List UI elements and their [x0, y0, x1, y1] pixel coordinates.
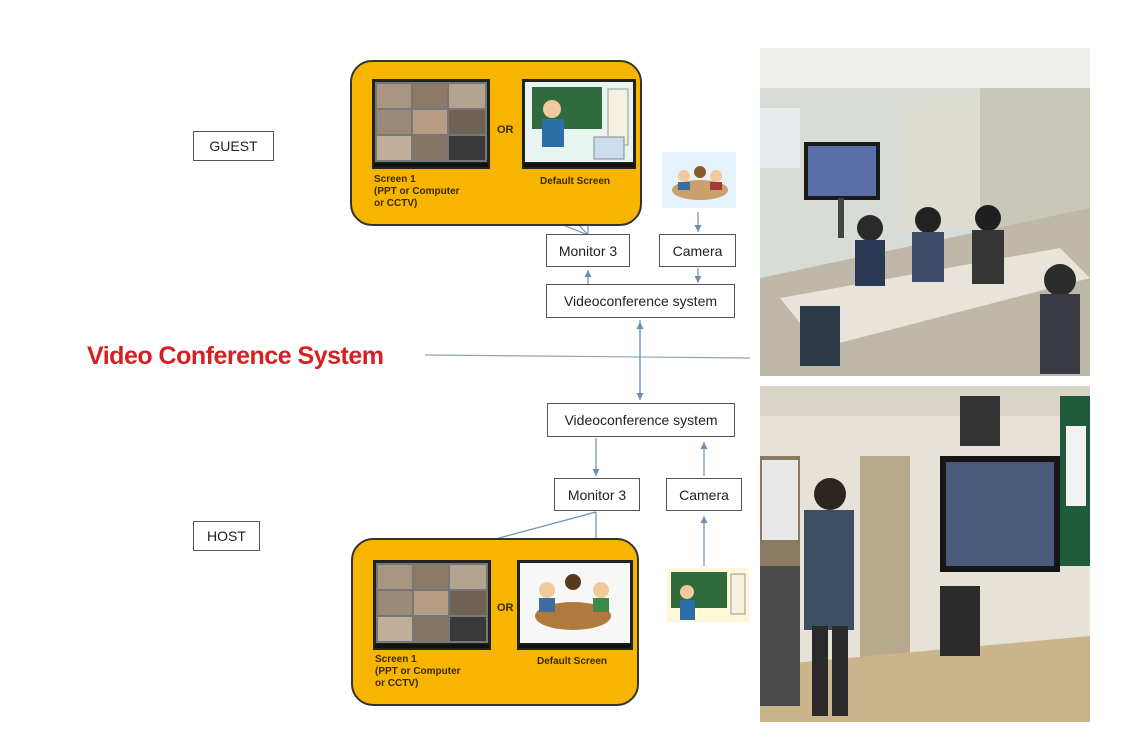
host-or-label: OR: [497, 602, 514, 614]
guest-or-label: OR: [497, 124, 514, 136]
classroom-photo-illustration: [760, 48, 1090, 376]
host-default-caption: Default Screen: [537, 656, 608, 667]
guest-classroom-photo: [760, 48, 1090, 376]
guest-screen1-tv: [372, 79, 490, 169]
host-screen1-tv: [373, 560, 491, 650]
guest-monitor-box: Monitor 3: [546, 234, 630, 267]
guest-camera-box: Camera: [659, 234, 736, 267]
diagram-title: Video Conference System: [87, 342, 384, 370]
host-camera-image: [667, 568, 749, 622]
guest-default-caption: Default Screen: [540, 176, 611, 187]
teacher-board-icon: [524, 82, 634, 167]
meeting-people-icon: [519, 563, 631, 648]
host-room-photo-illustration: [760, 386, 1090, 722]
host-screen-panel: OR Screen 1 (PPT or Computer or CCTV) De…: [351, 538, 639, 706]
host-screen1-caption: Screen 1 (PPT or Computer or CCTV): [375, 654, 461, 689]
teacher-board-icon: [667, 568, 749, 622]
cctv-grid-icon: [374, 82, 488, 167]
meeting-camera-icon: [662, 152, 736, 208]
host-system-box: Videoconference system: [547, 403, 735, 437]
guest-screen-panel: OR Screen 1 (PPT or Computer or CCTV) De…: [350, 60, 642, 226]
guest-default-tv: [522, 79, 636, 169]
guest-system-box: Videoconference system: [546, 284, 735, 318]
guest-screen1-caption: Screen 1 (PPT or Computer or CCTV): [374, 174, 460, 209]
guest-camera-image: [662, 152, 736, 208]
guest-label: GUEST: [193, 131, 274, 161]
host-label: HOST: [193, 521, 260, 551]
host-room-photo: [760, 386, 1090, 722]
host-camera-box: Camera: [666, 478, 742, 511]
host-default-tv: [517, 560, 633, 650]
host-monitor-box: Monitor 3: [554, 478, 640, 511]
cctv-grid-icon: [375, 563, 489, 648]
